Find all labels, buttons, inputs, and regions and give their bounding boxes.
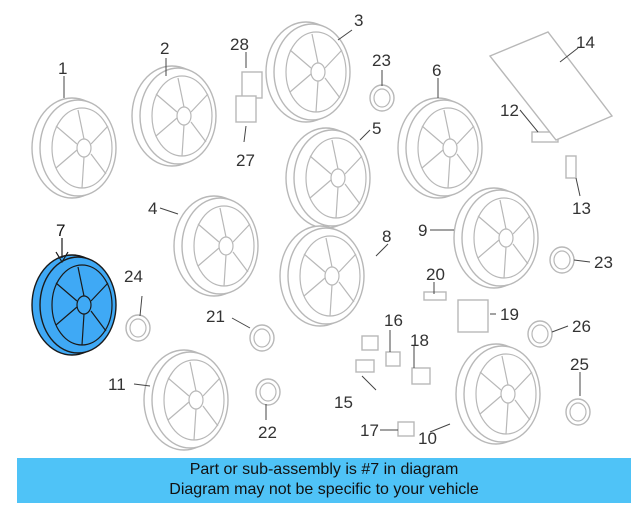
callout: 25 (570, 355, 589, 374)
wheel-4[interactable] (173, 195, 259, 297)
callout: 22 (258, 423, 277, 442)
bolt-16[interactable] (361, 335, 379, 351)
callout: 23 (594, 253, 613, 272)
bolt-15[interactable] (355, 359, 375, 373)
wheel-9[interactable] (453, 187, 539, 289)
valve-cap-13[interactable] (565, 155, 577, 179)
callout: 9 (418, 221, 427, 240)
wheel-8[interactable] (279, 225, 365, 327)
callout: 11 (108, 375, 126, 394)
wheel-6[interactable] (397, 97, 483, 199)
callout: 5 (372, 119, 381, 138)
callout: 23 (372, 51, 391, 70)
callout: 1 (58, 59, 67, 78)
weight-20[interactable] (423, 291, 447, 301)
callout: 10 (418, 429, 437, 448)
callout-highlighted: 7 (56, 221, 65, 240)
callout: 21 (206, 307, 225, 326)
callout: 13 (572, 199, 591, 218)
hubcap-21[interactable] (249, 324, 275, 352)
callout: 19 (500, 305, 519, 324)
callout: 27 (236, 151, 255, 170)
callout: 18 (410, 331, 429, 350)
lock-16[interactable] (385, 351, 401, 367)
nut-17[interactable] (397, 421, 415, 437)
callout: 2 (160, 39, 169, 58)
callout: 15 (334, 393, 353, 412)
emblem-22[interactable] (255, 378, 281, 406)
leader-lines (63, 29, 591, 433)
wheel-2[interactable] (131, 65, 217, 167)
callout: 4 (148, 199, 157, 218)
bolt-cover-24[interactable] (125, 314, 151, 342)
label-19[interactable] (457, 299, 489, 333)
callout: 24 (124, 267, 143, 286)
center-cap-23-top[interactable] (369, 84, 395, 112)
wheel-10[interactable] (455, 343, 541, 445)
tpms-kit-14[interactable] (488, 31, 614, 141)
callout: 14 (576, 33, 595, 52)
sensor-28[interactable] (241, 71, 263, 99)
callout: 20 (426, 265, 445, 284)
leader-line-7 (55, 238, 69, 264)
callout: 26 (572, 317, 591, 336)
banner-line-disclaimer: Diagram may not be specific to your vehi… (169, 481, 479, 498)
banner-line-part: Part or sub-assembly is #7 in diagram (189, 461, 459, 478)
hub-cover-25[interactable] (565, 398, 591, 426)
center-cap-23-right[interactable] (549, 246, 575, 274)
sensor-27[interactable] (235, 95, 257, 123)
callout: 3 (354, 11, 363, 30)
callout: 12 (500, 101, 519, 120)
info-banner: Part or sub-assembly is #7 in diagram Di… (17, 458, 631, 503)
wheel-1[interactable] (31, 97, 117, 199)
wheel-3[interactable] (265, 21, 351, 123)
wheel-11[interactable] (143, 349, 229, 451)
callout: 6 (432, 61, 441, 80)
callout: 16 (384, 311, 403, 330)
callout: 8 (382, 227, 391, 246)
nut-18[interactable] (411, 367, 431, 385)
center-cap-26[interactable] (527, 320, 553, 348)
wheel-7-highlighted[interactable] (31, 254, 117, 356)
callout: 28 (230, 35, 249, 54)
parts-diagram: 1 2 3 4 5 6 7 8 9 10 11 12 13 14 15 16 1… (31, 11, 614, 451)
callout: 17 (360, 421, 379, 440)
wheel-5[interactable] (285, 127, 371, 229)
